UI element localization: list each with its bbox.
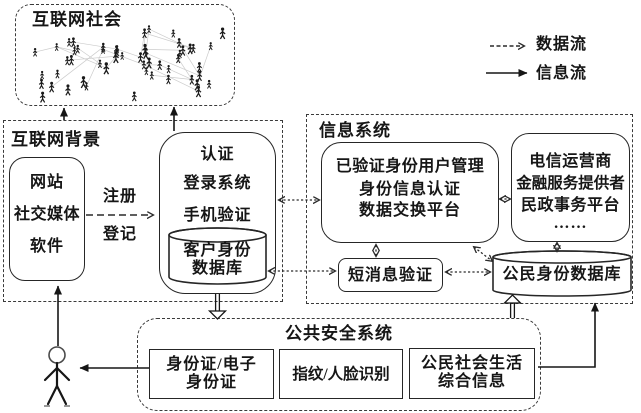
sms-verification-label: 短消息验证 bbox=[347, 267, 433, 284]
auth-label: 认证 bbox=[200, 146, 235, 163]
platform-line2: 身份信息认证 bbox=[358, 181, 461, 198]
legend-info-flow-label: 信息流 bbox=[536, 65, 588, 82]
crowd-network-illustration bbox=[32, 25, 226, 103]
public-security-title: 公共安全系统 bbox=[285, 324, 393, 343]
provider-ellipsis: …… bbox=[553, 215, 588, 232]
social-info-line1: 公民社会生活 bbox=[420, 355, 523, 372]
customer-db-line1: 客户身份 bbox=[183, 242, 252, 259]
social-media-label: 社交媒体 bbox=[13, 206, 80, 223]
id-card-box: 身份证/电子 身份证 bbox=[149, 349, 274, 399]
internet-society-box: 互联网社会 bbox=[15, 4, 235, 106]
register-line1: 注册 bbox=[102, 188, 137, 205]
social-info-line2: 综合信息 bbox=[437, 373, 506, 390]
customer-db-line2: 数据库 bbox=[191, 260, 243, 277]
internet-background-box: 互联网背景 bbox=[3, 120, 283, 302]
platform-line1: 已验证身份用户管理 bbox=[335, 158, 485, 175]
person-figure bbox=[43, 346, 71, 407]
software-label: 软件 bbox=[29, 238, 64, 255]
sms-verification-box: 短消息验证 bbox=[338, 258, 443, 292]
register-annotation: 注册 登记 bbox=[100, 189, 140, 244]
website-label: 网站 bbox=[29, 174, 64, 191]
internet-society-title: 互联网社会 bbox=[32, 10, 122, 29]
internet-background-title: 互联网背景 bbox=[11, 130, 101, 149]
id-card-line1: 身份证/电子 bbox=[166, 356, 257, 373]
login-system-label: 登录系统 bbox=[183, 175, 252, 192]
info-system-box: 信息系统 bbox=[306, 114, 633, 304]
website-social-software-box: 网站 社交媒体 软件 bbox=[9, 157, 85, 281]
provider-line1: 电信运营商 bbox=[529, 153, 612, 170]
citizen-db-label: 公民身份数据库 bbox=[502, 266, 622, 283]
biometric-box: 指纹/人脸识别 bbox=[279, 349, 403, 399]
register-line2: 登记 bbox=[102, 226, 137, 243]
phone-verify-label: 手机验证 bbox=[183, 207, 252, 224]
service-provider-box: 电信运营商 金融服务提供者 民政事务平台 …… bbox=[511, 133, 630, 242]
legend-data-flow-label: 数据流 bbox=[536, 36, 588, 53]
provider-line2: 金融服务提供者 bbox=[516, 175, 625, 192]
platform-line3: 数据交换平台 bbox=[358, 202, 461, 219]
provider-line3: 民政事务平台 bbox=[520, 197, 620, 214]
biometric-label: 指纹/人脸识别 bbox=[292, 366, 390, 383]
social-info-box: 公民社会生活 综合信息 bbox=[409, 348, 535, 399]
info-system-title: 信息系统 bbox=[319, 121, 391, 140]
id-card-line2: 身份证 bbox=[185, 374, 237, 391]
arrow-security-to-infosystem bbox=[538, 302, 599, 368]
verified-user-platform-box: 已验证身份用户管理 身份信息认证 数据交换平台 bbox=[321, 142, 499, 243]
